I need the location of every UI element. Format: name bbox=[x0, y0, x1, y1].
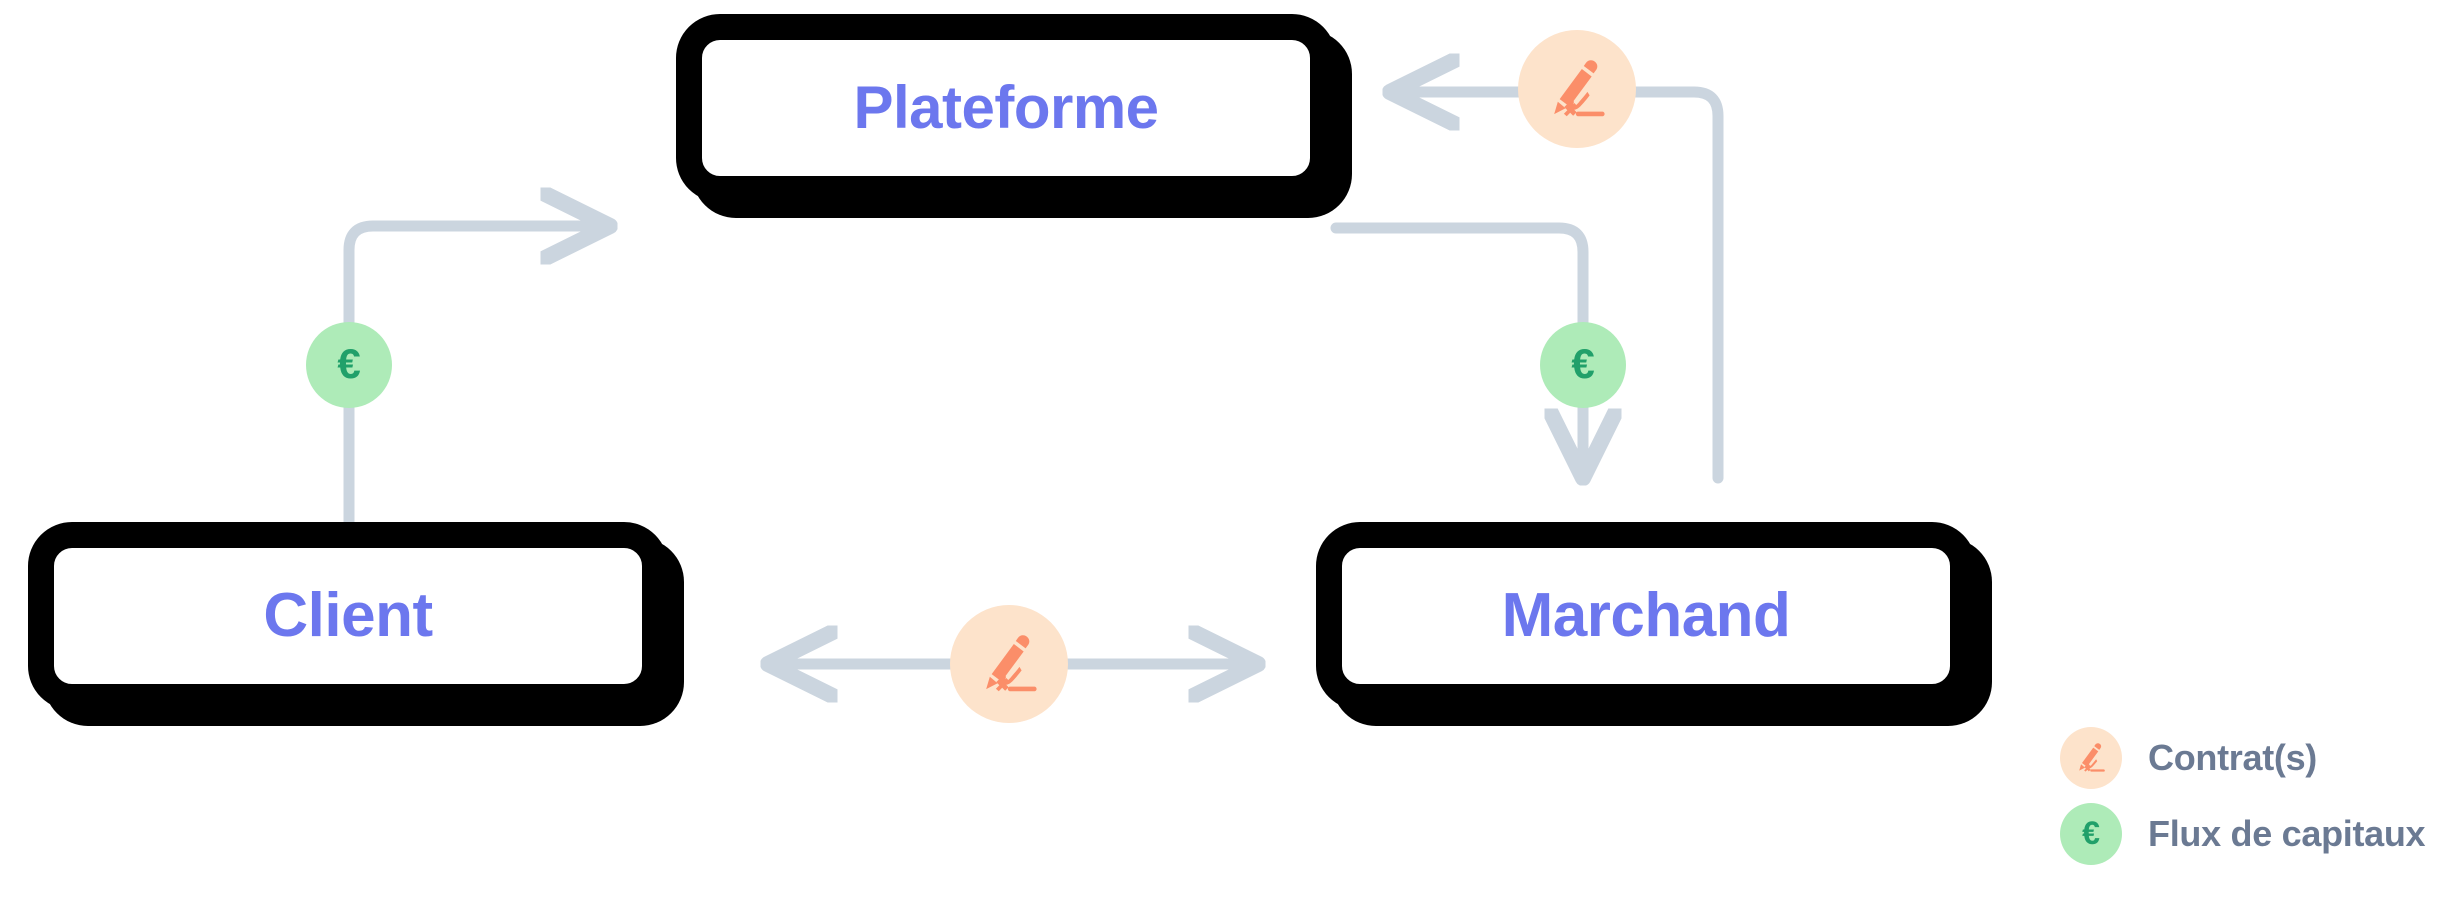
euro-icon-marchand-edge: € bbox=[1540, 322, 1626, 408]
contract-signature-icon-glyph bbox=[2079, 743, 2106, 773]
contract-signature-icon bbox=[986, 635, 1038, 692]
node-plateforme-label: Plateforme bbox=[853, 74, 1159, 141]
legend-label-flux-de-capitaux: Flux de capitaux bbox=[2148, 813, 2426, 854]
node-plateforme[interactable]: Plateforme bbox=[676, 14, 1336, 202]
node-client[interactable]: Client bbox=[28, 522, 668, 710]
euro-icon: € bbox=[2060, 803, 2122, 865]
node-marchand[interactable]: Marchand bbox=[1316, 522, 1976, 710]
legend-item-flux-de-capitaux: € Flux de capitaux bbox=[2060, 796, 2462, 872]
legend-label-contrats: Contrat(s) bbox=[2148, 737, 2317, 778]
contract-signature-icon-platform-edge bbox=[1518, 30, 1636, 148]
legend: Contrat(s) € Flux de capitaux bbox=[2060, 720, 2462, 872]
edge-client-to-plateforme bbox=[343, 226, 610, 546]
node-client-label: Client bbox=[263, 581, 433, 650]
edge-plateforme-to-marchand bbox=[1330, 222, 1583, 478]
euro-glyph: € bbox=[1571, 340, 1595, 387]
contract-signature-icon bbox=[2060, 727, 2122, 789]
node-marchand-label: Marchand bbox=[1501, 581, 1791, 650]
euro-glyph: € bbox=[337, 340, 361, 387]
euro-icon-client-edge: € bbox=[306, 322, 392, 408]
legend-item-contrats: Contrat(s) bbox=[2060, 720, 2462, 796]
contract-signature-icon-client-marchand-edge bbox=[950, 605, 1068, 723]
edge-marchand-to-plateforme bbox=[1390, 92, 1724, 484]
euro-glyph: € bbox=[2082, 815, 2100, 851]
contract-signature-icon bbox=[1554, 60, 1606, 117]
